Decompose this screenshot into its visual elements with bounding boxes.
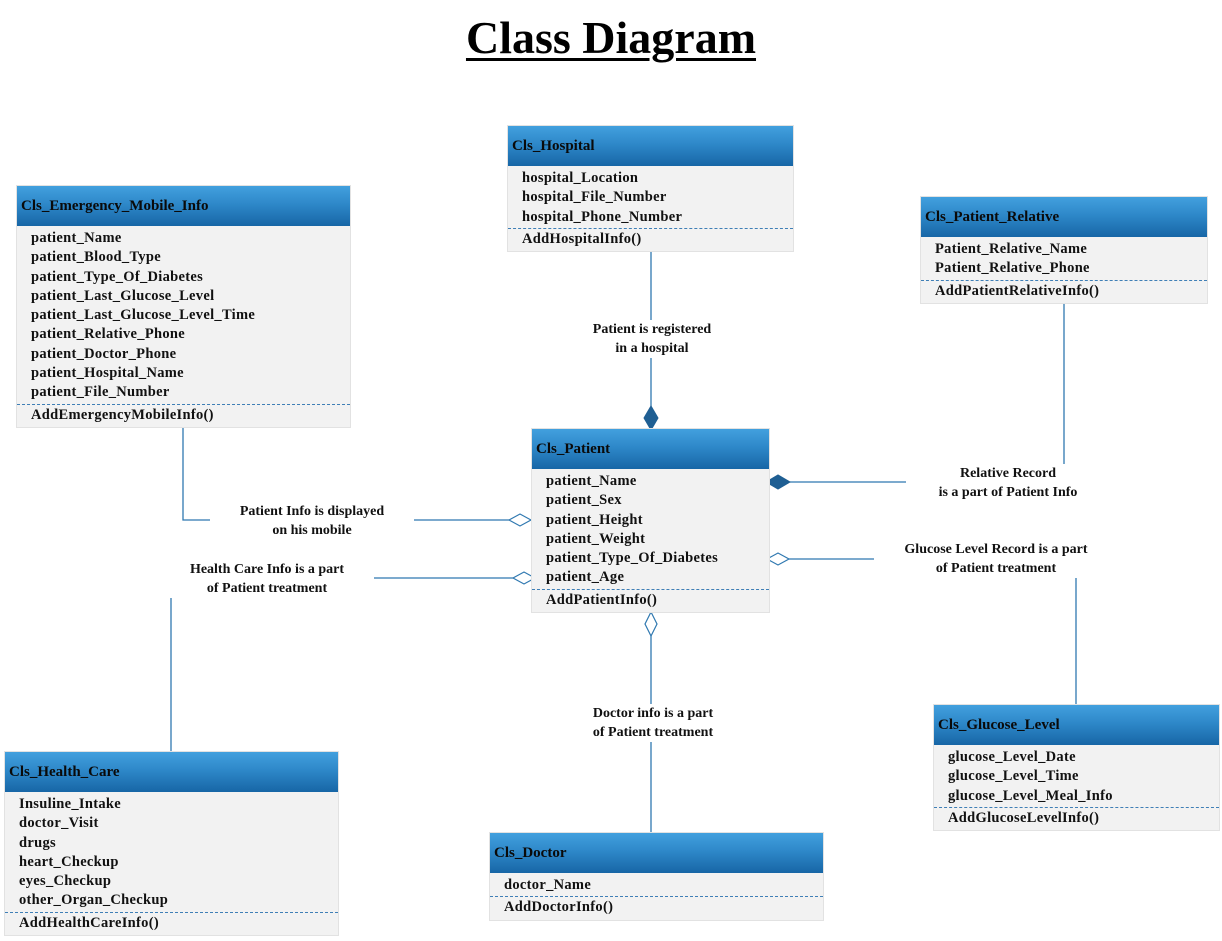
relation-label-line: in a hospital — [615, 341, 689, 356]
class-box-doctor: Cls_Doctor doctor_Name AddDoctorInfo() — [490, 833, 823, 920]
class-attribute: patient_Doctor_Phone — [31, 345, 177, 362]
relation-label-line: Relative Record — [959, 466, 1057, 481]
class-operation: AddEmergencyMobileInfo() — [31, 406, 214, 423]
glucose-patient-line — [789, 558, 1077, 706]
class-box-patient-relative: Cls_Patient_Relative Patient_Relative_Na… — [921, 197, 1207, 303]
relation-label-line: is a part of Patient Info — [938, 485, 1078, 500]
class-operation: AddHospitalInfo() — [522, 230, 642, 247]
class-attribute: Patient_Relative_Name — [935, 241, 1088, 257]
relation-label-line: Health Care Info is a part — [189, 562, 345, 577]
class-operation: AddDoctorInfo() — [504, 899, 614, 916]
class-box-hospital: Cls_Hospital hospital_Location hospital_F… — [508, 126, 793, 252]
class-attribute: patient_Weight — [546, 530, 646, 547]
class-attribute: patient_Type_Of_Diabetes — [546, 550, 719, 567]
class-box-health-care: Cls_Health_Care Insuline_Intake doctor_Vi… — [5, 752, 338, 936]
class-attribute: patient_File_Number — [31, 384, 170, 401]
class-attribute: doctor_Visit — [19, 815, 99, 832]
class-name: Cls_Emergency_Mobile_Info — [17, 186, 350, 226]
class-attribute: patient_Height — [546, 511, 643, 528]
class-attribute: patient_Sex — [546, 492, 622, 509]
class-attribute: Patient_Relative_Phone — [935, 260, 1090, 277]
relation-label-line: Patient is registered — [592, 322, 712, 337]
relation-label-line: of Patient treatment — [935, 561, 1057, 576]
class-attribute: patient_Last_Glucose_Level_Time — [31, 307, 256, 324]
class-attribute: patient_Age — [546, 569, 625, 586]
aggregation-diamond-glucose — [765, 552, 791, 566]
operation-list: AddPatientRelativeInfo() — [921, 279, 1207, 303]
relation-label-emergency: Patient Info is displayed on his mobile — [210, 502, 414, 540]
operation-list: AddDoctorInfo() — [490, 896, 823, 919]
class-attribute: patient_Type_Of_Diabetes — [31, 268, 204, 285]
healthcare-patient-line — [170, 577, 513, 752]
class-attribute: doctor_Name — [504, 877, 592, 893]
class-operation: AddHealthCareInfo() — [19, 914, 159, 931]
class-attribute: heart_Checkup — [19, 853, 119, 870]
relation-label-line: of Patient treatment — [206, 581, 328, 596]
class-name: Cls_Hospital — [508, 126, 793, 166]
aggregation-diamond-emergency — [507, 513, 533, 527]
aggregation-diamond-doctor — [644, 610, 658, 638]
class-name: Cls_Patient_Relative — [921, 197, 1207, 237]
class-attribute: patient_Relative_Phone — [31, 326, 185, 343]
class-operation: AddPatientRelativeInfo() — [935, 282, 1100, 299]
composition-diamond-hospital — [643, 405, 659, 431]
class-attribute: hospital_Phone_Number — [522, 208, 683, 225]
class-attribute: patient_Hospital_Name — [31, 365, 184, 382]
class-attribute: patient_Name — [546, 473, 637, 489]
diagram-title: Class Diagram — [465, 12, 757, 63]
relation-label-line: of Patient treatment — [592, 725, 714, 740]
class-attribute: Insuline_Intake — [19, 796, 122, 812]
class-attribute: patient_Blood_Type — [31, 249, 162, 266]
relation-label-healthcare: Health Care Info is a part of Patient tr… — [160, 560, 374, 598]
relation-label-line: on his mobile — [272, 523, 352, 538]
operation-list: AddGlucoseLevelInfo() — [934, 806, 1219, 830]
relation-label-hospital: Patient is registered in a hospital — [560, 320, 744, 358]
class-attribute: glucose_Level_Time — [948, 768, 1079, 785]
class-name: Cls_Glucose_Level — [934, 705, 1219, 745]
class-attribute: other_Organ_Checkup — [19, 892, 169, 909]
class-attribute: patient_Last_Glucose_Level — [31, 287, 215, 304]
class-attribute: eyes_Checkup — [19, 873, 112, 890]
operation-list: AddHealthCareInfo() — [5, 911, 338, 935]
operation-list: AddPatientInfo() — [532, 588, 769, 612]
class-name: Cls_Patient — [532, 429, 769, 469]
operation-list: AddHospitalInfo() — [508, 227, 793, 251]
class-name: Cls_Doctor — [490, 833, 823, 873]
relation-label-doctor: Doctor info is a part of Patient treatme… — [561, 704, 745, 742]
relative-patient-line — [790, 303, 1065, 483]
relation-label-line: Glucose Level Record is a part — [904, 542, 1088, 557]
class-operation: AddPatientInfo() — [546, 591, 658, 608]
aggregation-diamond-healthcare — [511, 571, 537, 585]
relation-label-line: Doctor info is a part — [592, 706, 714, 721]
class-attribute: glucose_Level_Meal_Info — [948, 787, 1113, 804]
class-attribute: patient_Name — [31, 230, 122, 246]
attribute-list: patient_Name patient_Blood_Type patient_Ty… — [17, 226, 350, 403]
class-attribute: hospital_File_Number — [522, 189, 667, 206]
class-attribute: drugs — [19, 834, 56, 851]
class-attribute: hospital_Location — [522, 170, 639, 186]
class-operation: AddGlucoseLevelInfo() — [948, 809, 1100, 826]
composition-diamond-relative — [765, 474, 791, 490]
class-name: Cls_Health_Care — [5, 752, 338, 792]
relation-label-relative: Relative Record is a part of Patient Inf… — [906, 464, 1110, 502]
relation-label-line: Patient Info is displayed — [239, 504, 385, 519]
operation-list: AddEmergencyMobileInfo() — [17, 403, 350, 427]
attribute-list: doctor_Name — [490, 873, 823, 895]
relation-label-glucose: Glucose Level Record is a part of Patien… — [874, 540, 1118, 578]
class-attribute: glucose_Level_Date — [948, 749, 1076, 765]
